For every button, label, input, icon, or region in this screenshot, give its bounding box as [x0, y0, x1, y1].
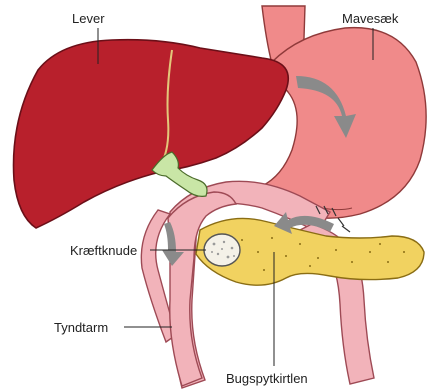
tumor: [204, 234, 240, 266]
label-pancreas: Bugspytkirtlen: [226, 371, 308, 386]
label-liver: Lever: [72, 11, 105, 26]
label-small-intestine: Tyndtarm: [54, 320, 108, 335]
label-stomach: Mavesæk: [342, 11, 399, 26]
label-tumor: Kræftknude: [70, 243, 137, 258]
